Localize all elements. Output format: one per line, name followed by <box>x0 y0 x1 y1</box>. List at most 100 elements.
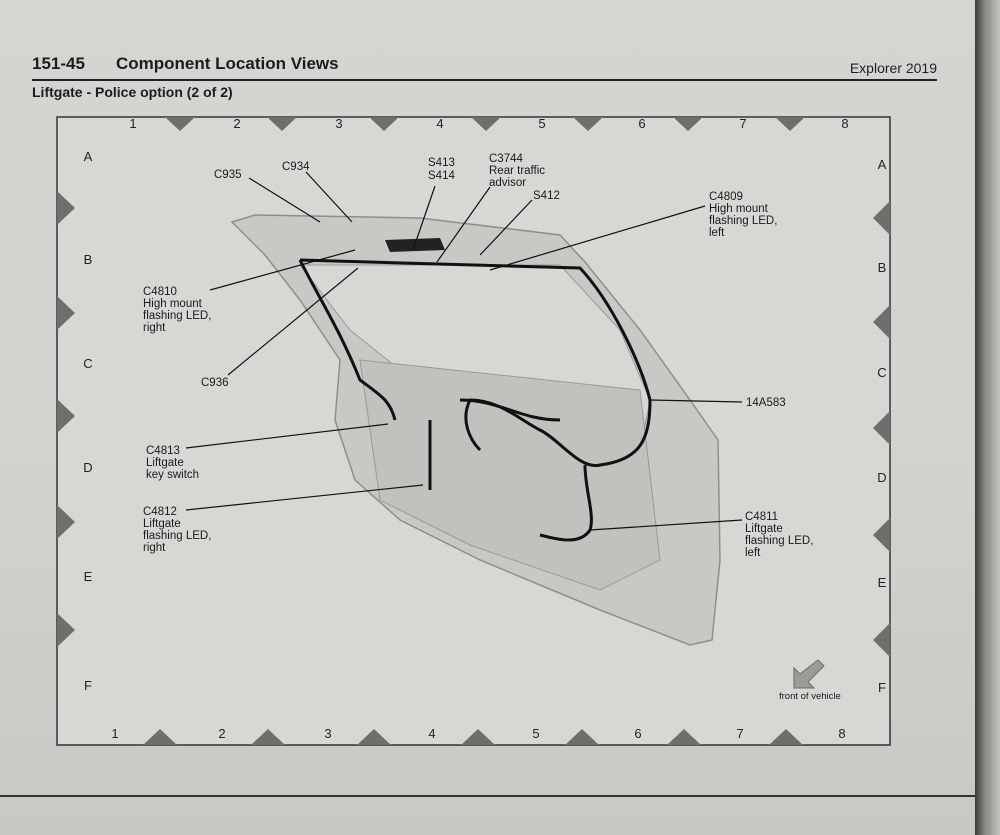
grid-row-label-left: C <box>83 356 92 371</box>
callout-text-line: C935 <box>214 169 242 181</box>
arrow-down-left-icon <box>793 659 825 689</box>
callout-text-line: C4810 <box>143 286 177 298</box>
grid-column-label-top: 6 <box>638 116 645 131</box>
grid-row-label-left: B <box>84 252 93 267</box>
grid-column-label-bottom: 5 <box>532 726 539 741</box>
callout-text-line: flashing LED, <box>745 535 813 547</box>
grid-column-label-top: 3 <box>335 116 342 131</box>
callout-text-line: C4811 <box>745 511 778 523</box>
grid-marker-top <box>471 117 501 131</box>
callout-text-line: left <box>709 227 725 239</box>
grid-marker-right <box>873 201 890 235</box>
grid-row-label-left: E <box>84 569 93 584</box>
grid-marker-bottom <box>357 729 391 745</box>
callout-text-line: key switch <box>146 469 199 481</box>
grid-marker-bottom <box>143 729 177 745</box>
vehicle-model: Explorer 2019 <box>849 60 937 76</box>
callout-text-line: C4813 <box>146 445 180 457</box>
grid-column-label-bottom: 3 <box>324 726 331 741</box>
callout-text-line: C934 <box>282 161 310 173</box>
grid-column-label-bottom: 1 <box>111 726 118 741</box>
callout-text-line: flashing LED, <box>143 310 211 322</box>
grid-marker-right <box>873 623 890 657</box>
callout-text-line: advisor <box>489 177 526 189</box>
grid-column-label-top: 8 <box>841 116 848 131</box>
next-page-edge <box>975 0 1000 835</box>
grid-column-label-bottom: 8 <box>838 726 845 741</box>
grid-column-label-top: 1 <box>129 116 136 131</box>
grid-marker-bottom <box>251 729 285 745</box>
grid-column-label-top: 7 <box>739 116 746 131</box>
grid-marker-left <box>57 505 75 539</box>
callout-text-line: S412 <box>533 190 560 202</box>
grid-marker-right <box>873 411 890 445</box>
grid-marker-right <box>873 518 890 552</box>
grid-row-label-right: D <box>877 470 886 485</box>
callout-text-line: C4809 <box>709 191 743 203</box>
callout-text-line: High mount <box>143 298 203 310</box>
callout-text-line: S414 <box>428 170 455 182</box>
grid-column-label-bottom: 2 <box>218 726 225 741</box>
callout-text-line: C3744 <box>489 153 523 165</box>
callout-c936: C936 <box>201 377 229 389</box>
header-rule <box>32 79 937 81</box>
footer-rule <box>0 795 975 797</box>
callout-text-line: Liftgate <box>143 518 181 530</box>
callout-text-line: Rear traffic <box>489 165 545 177</box>
grid-marker-top <box>775 117 805 131</box>
grid-marker-top <box>673 117 703 131</box>
grid-row-label-left: A <box>84 149 93 164</box>
callout-text-line: flashing LED, <box>143 530 211 542</box>
grid-row-label-right: F <box>878 680 886 695</box>
grid-marker-top <box>369 117 399 131</box>
grid-marker-left <box>57 613 75 647</box>
callout-text-line: Liftgate <box>745 523 783 535</box>
page-number: 151-45 <box>32 54 85 73</box>
callout-text-line: 14A583 <box>746 397 786 409</box>
grid-row-label-right: A <box>878 157 887 172</box>
section-title: Component Location Views <box>116 54 339 73</box>
callout-c935: C935 <box>214 169 242 181</box>
callout-text-line: C936 <box>201 377 229 389</box>
grid-row-label-left: D <box>83 460 92 475</box>
callout-text-line: left <box>745 547 761 559</box>
grid-marker-top <box>267 117 297 131</box>
grid-row-label-left: F <box>84 678 92 693</box>
grid-marker-left <box>57 191 75 225</box>
grid-marker-left <box>57 296 75 330</box>
callout-14a583: 14A583 <box>746 397 786 409</box>
grid-column-label-top: 5 <box>538 116 545 131</box>
front-of-vehicle-label: front of vehicle <box>779 691 841 702</box>
grid-row-label-right: E <box>878 575 887 590</box>
callout-text-line: right <box>143 322 166 334</box>
grid-column-label-top: 2 <box>233 116 240 131</box>
liftgate-inner-panel <box>359 359 661 591</box>
callout-text-line: High mount <box>709 203 769 215</box>
callout-text-line: S413 <box>428 157 455 169</box>
liftgate-illustration <box>230 214 721 646</box>
grid-marker-top <box>165 117 195 131</box>
callout-text-line: C4812 <box>143 506 177 518</box>
grid-marker-bottom <box>565 729 599 745</box>
grid-marker-right <box>873 305 890 339</box>
grid-column-label-bottom: 4 <box>428 726 435 741</box>
callout-text-line: Liftgate <box>146 457 184 469</box>
grid-marker-bottom <box>461 729 495 745</box>
grid-marker-bottom <box>769 729 803 745</box>
grid-marker-bottom <box>667 729 701 745</box>
callout-text-line: right <box>143 542 166 554</box>
grid-row-label-right: C <box>877 365 886 380</box>
grid-marker-left <box>57 399 75 433</box>
grid-column-label-bottom: 6 <box>634 726 641 741</box>
grid-column-label-bottom: 7 <box>736 726 743 741</box>
leader-lines <box>185 171 743 531</box>
grid-marker-top <box>573 117 603 131</box>
